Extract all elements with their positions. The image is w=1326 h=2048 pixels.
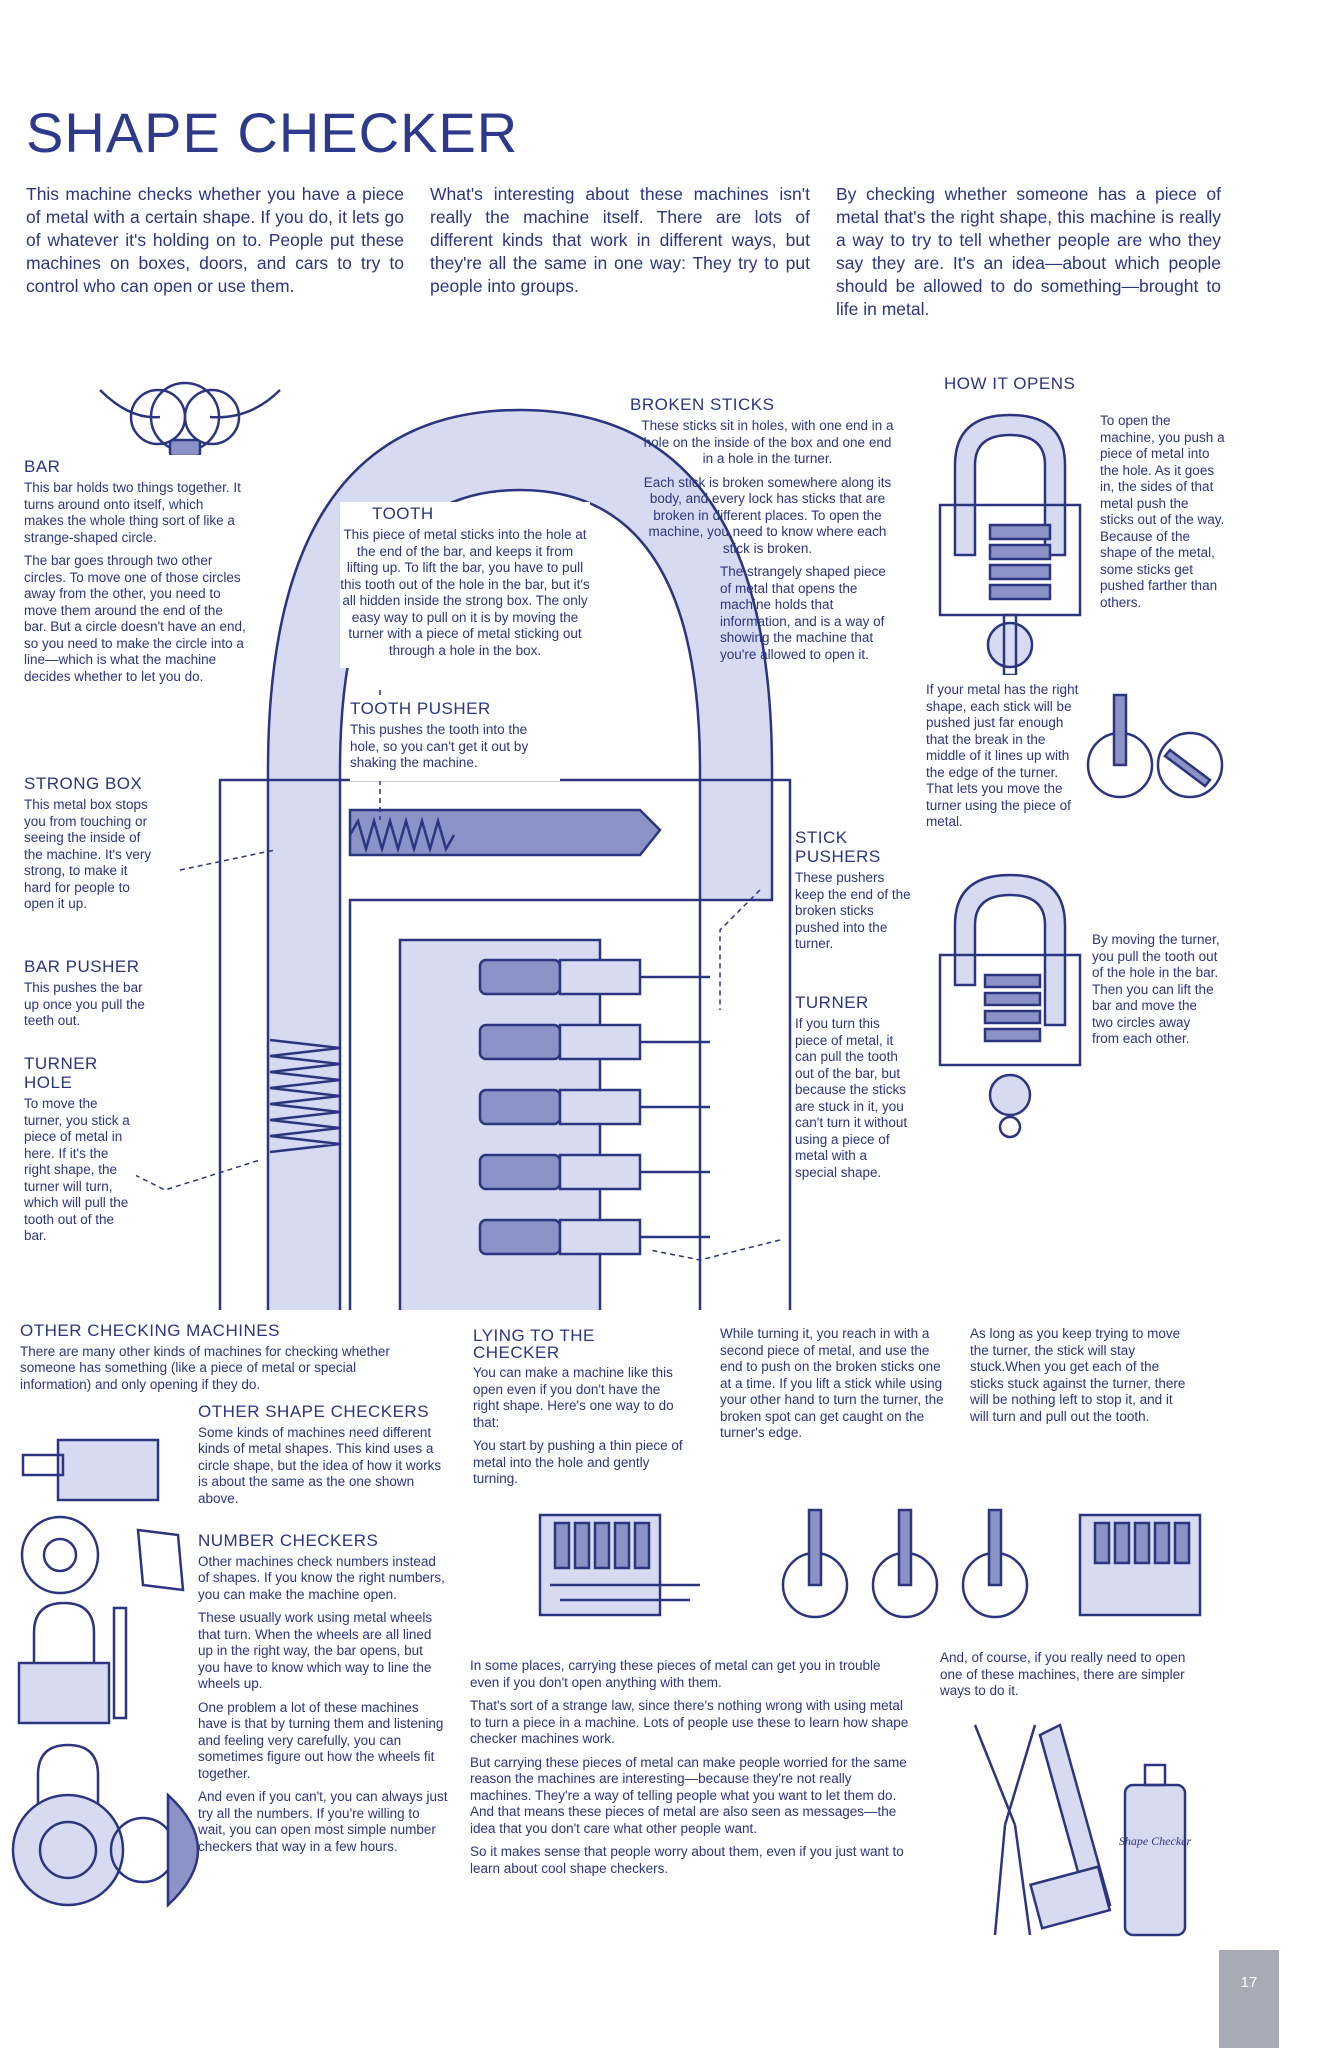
bottle-label: Shape Checker bbox=[1119, 1834, 1192, 1848]
turner-hole-label: TURNER HOLE To move the turner, you stic… bbox=[24, 1052, 136, 1254]
how-it-opens-p3: By moving the turner, you pull the tooth… bbox=[1092, 932, 1220, 1048]
page-title: SHAPE CHECKER bbox=[26, 100, 518, 165]
other-checking-section: OTHER CHECKING MACHINES There are many o… bbox=[20, 1323, 420, 1400]
tooth-label: TOOTH This piece of metal sticks into th… bbox=[340, 502, 590, 668]
turner-cross-sections bbox=[1080, 690, 1230, 810]
simpler-ways-text: And, of course, if you really need to op… bbox=[940, 1650, 1190, 1700]
law-section: In some places, carrying these pieces of… bbox=[470, 1658, 910, 1884]
stick-pushers-label: STICK PUSHERS These pushers keep the end… bbox=[795, 828, 915, 960]
turner-label: TURNER If you turn this piece of metal, … bbox=[795, 993, 910, 1188]
lying-col3: As long as you keep trying to move the t… bbox=[970, 1326, 1190, 1425]
broken-sticks-label: BROKEN STICKS These sticks sit in holes,… bbox=[640, 395, 895, 670]
tooth-pusher-label: TOOTH PUSHER This pushes the tooth into … bbox=[350, 697, 560, 781]
strong-box-label: STRONG BOX This metal box stops you from… bbox=[24, 772, 156, 922]
other-shape-section: OTHER SHAPE CHECKERS Some kinds of machi… bbox=[198, 1404, 448, 1514]
page-number: 17 bbox=[1219, 1974, 1279, 1991]
how-it-opens-p1: To open the machine, you push a piece of… bbox=[1100, 413, 1226, 611]
intro-col-3: By checking whether someone has a piece … bbox=[836, 183, 1221, 321]
how-it-opens-title: HOW IT OPENS bbox=[944, 374, 1075, 394]
how-it-opens-p2: If your metal has the right shape, each … bbox=[926, 682, 1084, 831]
lockpicking-steps-illustration bbox=[520, 1505, 1220, 1625]
bar-label: BAR This bar holds two things together. … bbox=[24, 455, 246, 694]
combination-lock-illustration bbox=[8, 1740, 228, 1910]
bar-label-title: BAR bbox=[24, 457, 246, 476]
padlock-mini-closed bbox=[920, 405, 1100, 675]
lying-section: LYING TO THE CHECKER You can make a mach… bbox=[473, 1328, 683, 1495]
linked-rings-illustration bbox=[100, 383, 280, 456]
circle-lock-illustration bbox=[18, 1435, 193, 1600]
padlock-mini-open bbox=[930, 865, 1090, 1145]
number-checkers-section: NUMBER CHECKERS Other machines check num… bbox=[198, 1533, 448, 1862]
tools-illustration: Shape Checker bbox=[945, 1715, 1215, 1945]
intro-col-2: What's interesting about these machines … bbox=[430, 183, 810, 298]
page-number-tab: 17 bbox=[1219, 1950, 1279, 2048]
lying-col2: While turning it, you reach in with a se… bbox=[720, 1326, 945, 1442]
bar-pusher-label: BAR PUSHER This pushes the bar up once y… bbox=[24, 955, 156, 1039]
intro-col-1: This machine checks whether you have a p… bbox=[26, 183, 404, 298]
small-padlock-illustration bbox=[14, 1598, 144, 1728]
